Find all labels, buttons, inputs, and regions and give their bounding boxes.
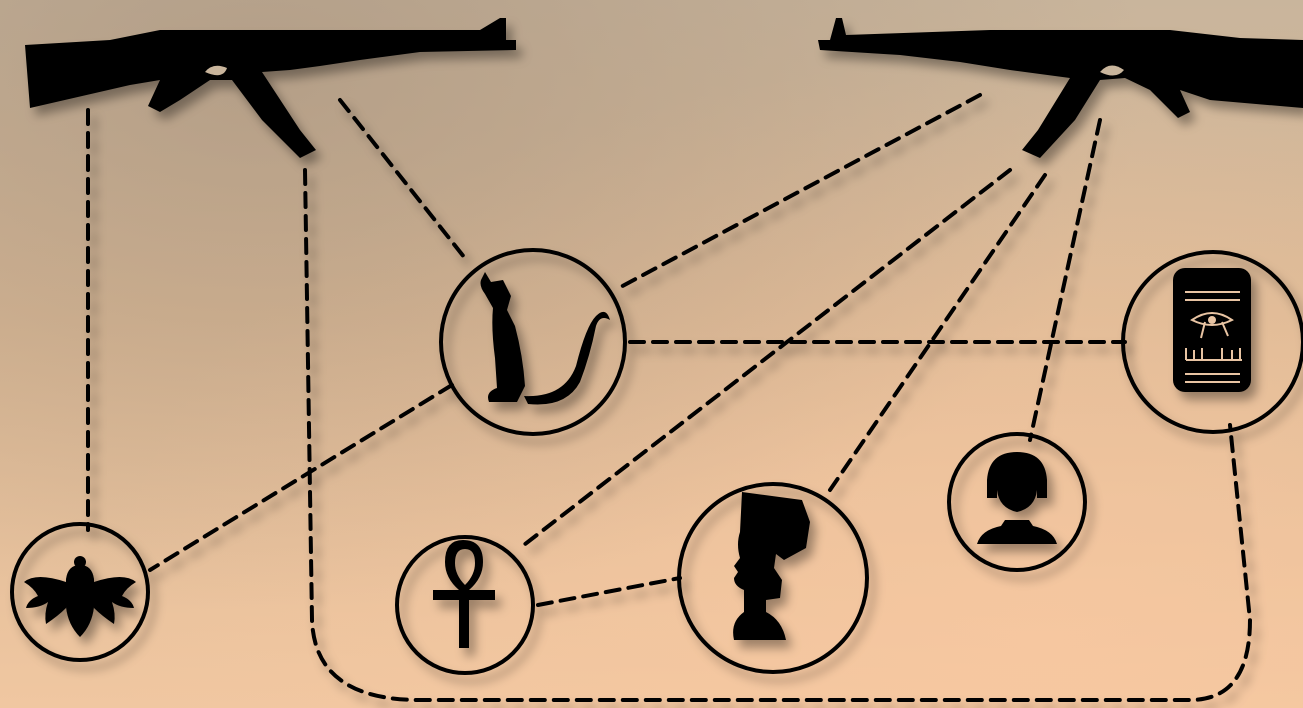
egyptian-bust-icon	[977, 452, 1057, 544]
connector-rifle-right-to-nefertiti	[830, 175, 1045, 490]
ankh-symbol	[397, 537, 533, 673]
nefertiti-bust-icon	[733, 492, 810, 640]
cat-symbol	[441, 250, 625, 434]
eye-of-horus-plaque-icon	[1173, 268, 1251, 392]
scarab-symbol	[12, 524, 148, 660]
rifle-left-icon	[25, 18, 516, 158]
connector-cat-to-scarab	[150, 385, 452, 570]
eye-of-horus-symbol	[1123, 252, 1303, 432]
connector-rifle-left-to-plaque	[305, 170, 1250, 700]
connector-rifle-right-to-ankh	[520, 170, 1010, 548]
connector-ankh-to-nefertiti	[538, 578, 680, 605]
egyptian-bust-symbol	[949, 434, 1085, 570]
nefertiti-symbol	[679, 484, 867, 672]
connector-rifle-left-to-cat	[340, 100, 468, 262]
connection-lines	[88, 95, 1250, 700]
cat-icon	[481, 272, 611, 405]
rifle-right-icon	[818, 18, 1303, 158]
ankh-icon	[433, 540, 495, 648]
connector-rifle-right-to-cat	[615, 95, 980, 290]
scarab-icon	[24, 556, 136, 637]
connector-rifle-right-to-bust	[1030, 120, 1100, 440]
